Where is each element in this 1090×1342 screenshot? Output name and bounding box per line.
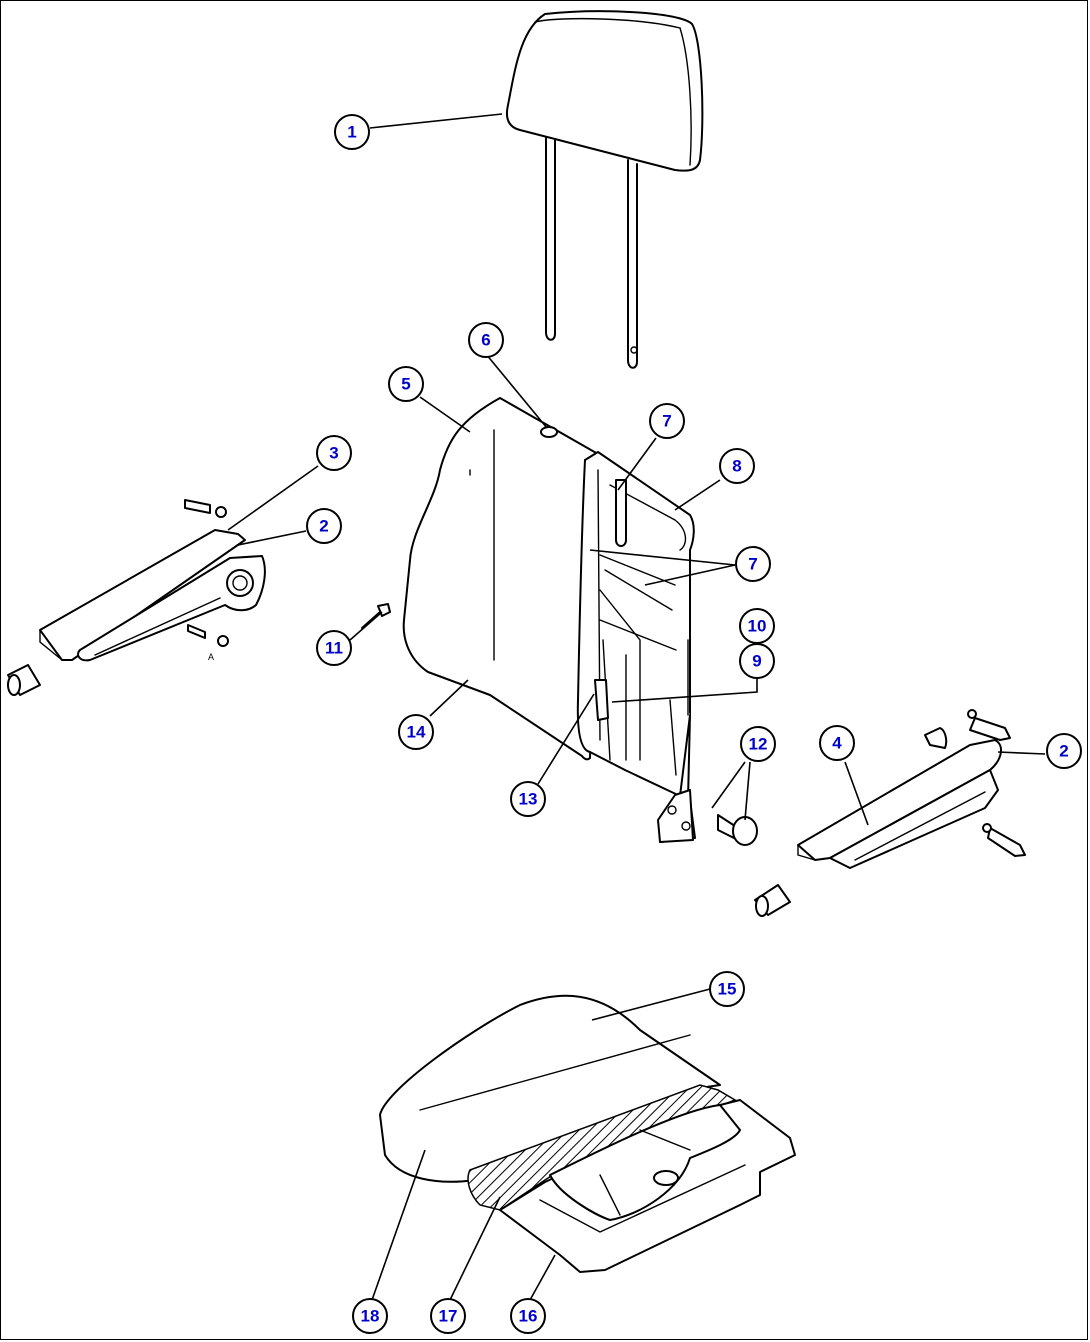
callout-13: 13 bbox=[510, 781, 546, 817]
callout-16-label: 16 bbox=[519, 1307, 538, 1326]
seat-back-frame bbox=[576, 451, 696, 843]
callout-7-middle-label: 7 bbox=[748, 555, 757, 574]
callout-1: 1 bbox=[334, 114, 370, 150]
callout-7-middle: 7 bbox=[735, 546, 771, 582]
callout-6: 6 bbox=[468, 322, 504, 358]
seat-back bbox=[402, 397, 599, 761]
callout-14: 14 bbox=[398, 714, 434, 750]
callout-12: 12 bbox=[740, 726, 776, 762]
armrest-left: A bbox=[39, 499, 266, 662]
callout-8-label: 8 bbox=[732, 457, 741, 476]
callout-18-label: 18 bbox=[361, 1307, 380, 1326]
callout-5: 5 bbox=[388, 366, 424, 402]
callout-4: 4 bbox=[819, 725, 855, 761]
callout-5-label: 5 bbox=[401, 375, 410, 394]
callout-10-label: 10 bbox=[748, 617, 767, 636]
callout-13-label: 13 bbox=[519, 790, 538, 809]
callout-15: 15 bbox=[709, 971, 745, 1007]
callout-2-left: 2 bbox=[306, 508, 342, 544]
callout-3-label: 3 bbox=[329, 444, 338, 463]
callout-4-label: 4 bbox=[832, 734, 842, 753]
seat-back-plug bbox=[540, 426, 558, 438]
callout-11-label: 11 bbox=[325, 639, 343, 658]
callout-7-top-label: 7 bbox=[662, 412, 671, 431]
armrest-right bbox=[797, 709, 1026, 869]
callout-1-label: 1 bbox=[347, 123, 356, 142]
seat-cushion bbox=[379, 994, 796, 1273]
callout-17: 17 bbox=[430, 1298, 466, 1334]
leader-lines bbox=[227, 113, 1046, 1301]
callout-14-label: 14 bbox=[407, 723, 426, 742]
callout-2-right: 2 bbox=[1046, 733, 1082, 769]
knob bbox=[717, 814, 758, 846]
screw bbox=[361, 603, 391, 629]
callout-16: 16 bbox=[510, 1298, 546, 1334]
callout-18: 18 bbox=[352, 1298, 388, 1334]
armrest-cap-left bbox=[7, 664, 41, 696]
callout-3: 3 bbox=[316, 435, 352, 471]
callout-7-top: 7 bbox=[649, 403, 685, 439]
callout-15-label: 15 bbox=[718, 980, 737, 999]
headrest bbox=[505, 10, 704, 369]
callout-17-label: 17 bbox=[439, 1307, 458, 1326]
callout-9: 9 bbox=[739, 643, 775, 679]
callout-2-right-label: 2 bbox=[1059, 742, 1068, 761]
callout-11: 11 bbox=[316, 630, 352, 666]
callout-12-label: 12 bbox=[749, 735, 768, 754]
callouts: 1 2 2 3 4 5 6 7 7 8 9 10 11 12 13 14 15 … bbox=[306, 114, 1082, 1334]
callout-6-label: 6 bbox=[481, 331, 490, 350]
callout-9-label: 9 bbox=[752, 652, 761, 671]
small-label-a: A bbox=[208, 652, 214, 662]
callout-8: 8 bbox=[719, 448, 755, 484]
callout-2-left-label: 2 bbox=[319, 517, 328, 536]
callout-10: 10 bbox=[739, 608, 775, 644]
armrest-cap-right bbox=[754, 884, 791, 917]
